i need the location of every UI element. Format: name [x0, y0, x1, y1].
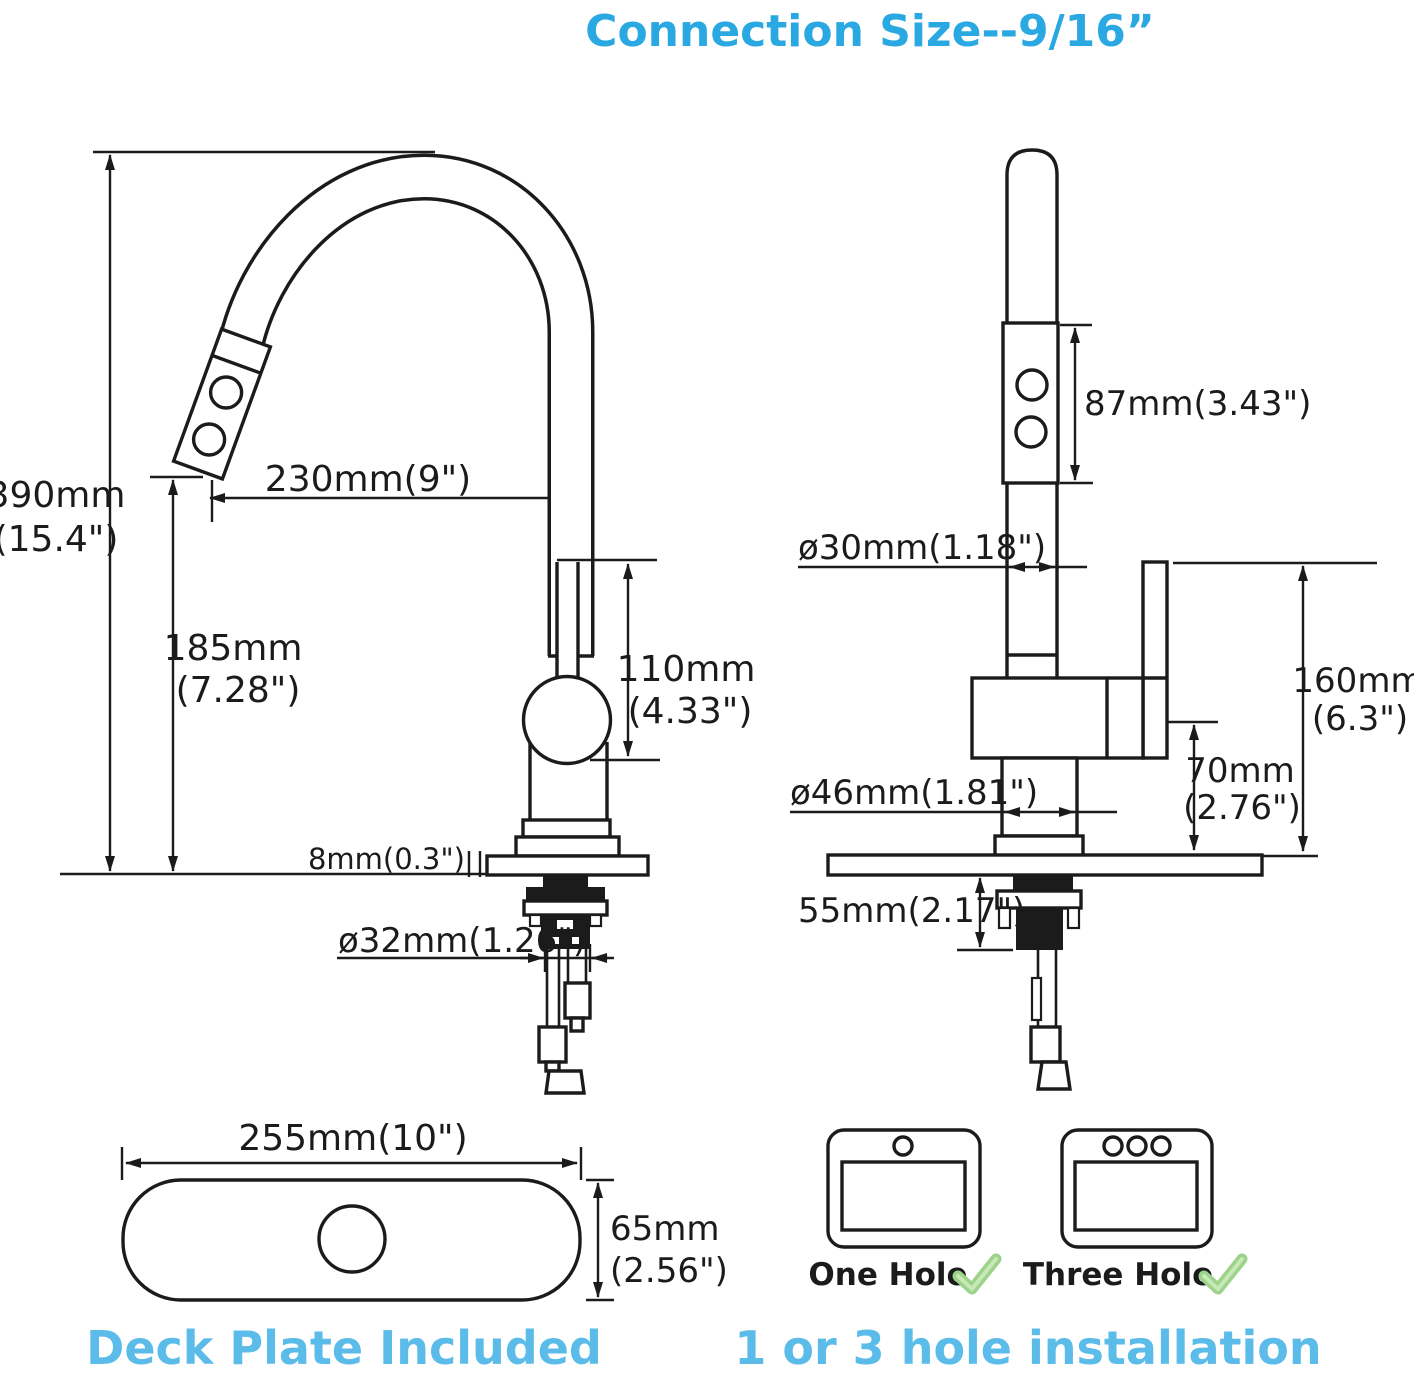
- dim-8-ticks: [467, 851, 482, 877]
- hose-connector: [544, 1069, 586, 1095]
- faucet-hole-icon: [1102, 1135, 1124, 1157]
- sprayer-button-icon: [191, 422, 227, 457]
- sink-basin: [1073, 1160, 1199, 1232]
- sprayer-button-icon: [1015, 368, 1049, 402]
- dim-110-refs: [557, 558, 660, 762]
- dim-8-label: 8mm(0.3"): [308, 842, 465, 876]
- sprayer-section: [1001, 321, 1060, 485]
- sink-outline: [826, 1128, 982, 1249]
- faucet-body-front: [970, 676, 1145, 760]
- page-title: Connection Size--9/16”: [585, 6, 1155, 57]
- ball-joint: [521, 674, 613, 766]
- sprayer-button-icon: [1014, 415, 1048, 449]
- mounting-hardware-front: [995, 875, 1083, 1091]
- faucet-hole-icon: [1150, 1135, 1172, 1157]
- spout-tube-lower: [1005, 483, 1059, 679]
- dim-230-label: 230mm(9"): [265, 459, 471, 500]
- dim-255-ticks: [120, 1147, 583, 1180]
- supply-hoses: [537, 949, 592, 1095]
- side-view: 390mm (15.4") 185mm (7.28") 230mm(9") 11…: [0, 150, 756, 1095]
- base-flange-front: [993, 834, 1085, 858]
- dim-65-label-inches: (2.56"): [610, 1251, 728, 1291]
- dim-32-label: ø32mm(1.26"): [338, 921, 586, 961]
- dim-390-label-inches: (15.4"): [0, 519, 118, 560]
- handle-lever: [1141, 560, 1169, 760]
- deck-plate-caption: Deck Plate Included: [86, 1321, 602, 1375]
- check-icon: [952, 1253, 1002, 1295]
- dim-110-label: 110mm: [617, 649, 756, 690]
- front-view: 87mm(3.43") ø30mm(1.18") ø46mm(1.81") 16…: [790, 148, 1414, 1091]
- deck-plate-hole: [317, 1204, 387, 1274]
- deck-plate: [485, 854, 650, 877]
- one-hole-diagram: One Hole: [808, 1128, 1002, 1295]
- deck-plate-top-view: 255mm(10") 65mm (2.56"): [120, 1118, 728, 1302]
- dim-110-label-inches: (4.33"): [628, 691, 753, 732]
- installation-caption: 1 or 3 hole installation: [734, 1321, 1321, 1375]
- base-flange: [514, 835, 621, 858]
- dim-160-label-inches: (6.3"): [1312, 699, 1408, 739]
- faucet-body: [528, 742, 609, 822]
- dim-30-label: ø30mm(1.18"): [798, 528, 1046, 568]
- dim-255-label: 255mm(10"): [238, 1118, 467, 1159]
- dim-32-ticks: [543, 944, 592, 972]
- dim-70-label-inches: (2.76"): [1183, 788, 1301, 828]
- body-divider: [1105, 676, 1167, 758]
- dim-185-label-inches: (7.28"): [176, 670, 301, 711]
- spout-tube-top: [1005, 148, 1059, 330]
- dim-87-label: 87mm(3.43"): [1084, 384, 1311, 424]
- dim-70-label: 70mm: [1185, 751, 1295, 791]
- sink-outline: [1060, 1128, 1214, 1249]
- dim-65-refs: [586, 1178, 614, 1302]
- deck-plate-front: [826, 853, 1264, 877]
- dim-46-label: ø46mm(1.81"): [790, 773, 1038, 813]
- sprayer-head: [171, 326, 273, 482]
- dim-65-label: 65mm: [610, 1209, 720, 1249]
- sprayer-button-icon: [208, 375, 244, 410]
- three-hole-diagram: Three Hole: [1023, 1128, 1248, 1295]
- sink-basin: [840, 1160, 967, 1232]
- dim-55-label: 55mm(2.17"): [798, 891, 1025, 931]
- dim-390-label: 390mm: [0, 475, 125, 516]
- dim-185-label: 185mm: [164, 628, 303, 669]
- faucet-hole-icon: [892, 1135, 914, 1157]
- check-icon: [1198, 1253, 1248, 1295]
- deck-plate-outline: [121, 1178, 582, 1302]
- mounting-hardware: [522, 875, 609, 949]
- dim-160-label: 160mm: [1292, 661, 1414, 701]
- three-hole-label: Three Hole: [1023, 1257, 1213, 1293]
- dim-87-refs: [1060, 323, 1093, 485]
- gooseneck-inner: [220, 156, 591, 656]
- one-hole-label: One Hole: [808, 1257, 967, 1293]
- base-neck: [1000, 756, 1079, 838]
- dock-tube: [548, 562, 594, 680]
- faucet-hole-icon: [1126, 1135, 1148, 1157]
- base-collar: [521, 818, 612, 839]
